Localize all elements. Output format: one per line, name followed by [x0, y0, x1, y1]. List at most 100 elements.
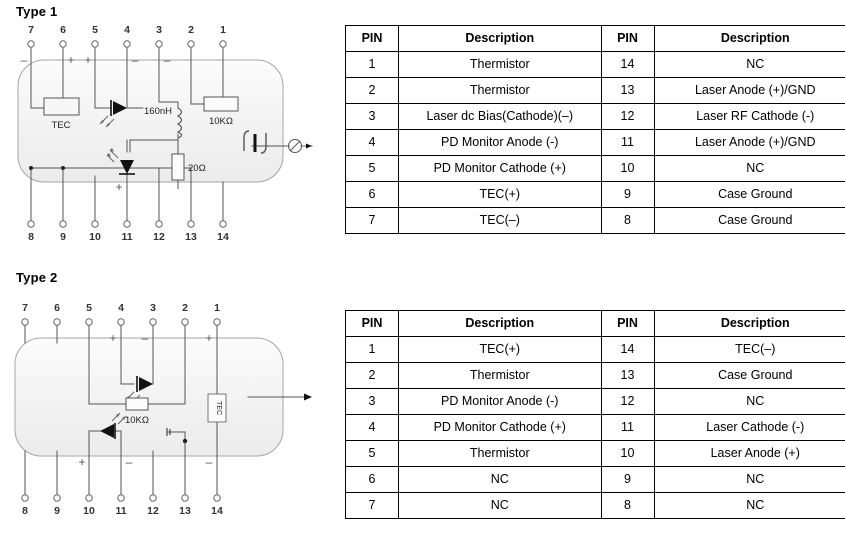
- pin-number-7: 7: [28, 24, 34, 36]
- header-desc-left: Description: [398, 310, 602, 337]
- thermistor-label: 10KΩ: [125, 415, 149, 426]
- pin-sign-1: +: [205, 331, 212, 345]
- table-header-row: PIN Description PIN Description: [345, 310, 845, 337]
- pin-number-13: 13: [185, 231, 197, 243]
- cell-desc-right: Laser Cathode (-): [653, 414, 845, 441]
- table-row: 4 PD Monitor Cathode (+) 11 Laser Cathod…: [345, 414, 845, 441]
- junction-dot: [61, 166, 65, 170]
- cell-pin-left: 3: [345, 388, 399, 415]
- cell-pin-left: 4: [345, 129, 399, 156]
- pin-number-4: 4: [124, 24, 130, 36]
- pin-number-7: 7: [22, 302, 28, 314]
- schematic-diagram-type-1: TEC 160nH: [17, 24, 313, 243]
- section-title-type-2: Type 2: [16, 270, 58, 285]
- pin-number-2: 2: [188, 24, 194, 36]
- table-header-row: PIN Description PIN Description: [345, 25, 845, 52]
- cell-pin-left: 6: [345, 181, 399, 208]
- cell-desc-left: Thermistor: [398, 51, 602, 78]
- pin-number-3: 3: [156, 24, 162, 36]
- schematic-diagram-type-2: 10KΩ TEC: [14, 302, 312, 517]
- pin-description-table-type-2: PIN Description PIN Description 1 TEC(+)…: [345, 310, 845, 519]
- pin-description-table-type-1: PIN Description PIN Description 1 Thermi…: [345, 25, 845, 234]
- pin-number-6: 6: [54, 302, 60, 314]
- inductor-label: 160nH: [144, 106, 172, 117]
- cell-desc-right: NC: [653, 466, 845, 493]
- table-row: 6 TEC(+) 9 Case Ground: [345, 181, 845, 208]
- pd-monitor-diode-symbol: [106, 148, 135, 175]
- cell-desc-right: Case Ground: [653, 362, 845, 389]
- pin-number-12: 12: [153, 231, 165, 243]
- table-row: 7 TEC(–) 8 Case Ground: [345, 207, 845, 234]
- top-pin-group-type1: 7 6 5 4 3 2 1 – + + – –: [21, 24, 227, 67]
- laser-diode-symbol: [100, 412, 127, 439]
- pin-sign-4: +: [109, 331, 116, 345]
- cell-pin-right: 13: [600, 77, 655, 104]
- header-desc-right: Description: [653, 25, 845, 52]
- pin-number-12: 12: [147, 505, 159, 517]
- tec-label: TEC: [52, 120, 71, 131]
- header-desc-right: Description: [653, 310, 845, 337]
- pin-sign-3: –: [164, 53, 171, 67]
- resistor-20ohm: 20Ω: [171, 153, 206, 181]
- pin-sign-7: –: [21, 53, 28, 67]
- pin-sign-11: –: [126, 455, 133, 469]
- table-row: 5 Thermistor 10 Laser Anode (+): [345, 440, 845, 467]
- table-row: 3 PD Monitor Anode (-) 12 NC: [345, 388, 845, 415]
- section-title-type-1: Type 1: [16, 4, 58, 19]
- cell-desc-left: PD Monitor Anode (-): [398, 388, 602, 415]
- pin-number-5: 5: [92, 24, 98, 36]
- cell-pin-left: 7: [345, 207, 399, 234]
- cell-pin-right: 11: [600, 129, 655, 156]
- cell-desc-right: NC: [653, 51, 845, 78]
- cell-desc-right: Laser RF Cathode (-): [653, 103, 845, 130]
- pin-number-14: 14: [217, 231, 229, 243]
- cell-pin-left: 2: [345, 362, 399, 389]
- cell-pin-left: 4: [345, 414, 399, 441]
- header-pin-right: PIN: [600, 310, 655, 337]
- inductor: 160nH: [144, 106, 183, 139]
- table-row: 1 TEC(+) 14 TEC(–): [345, 336, 845, 363]
- pin-number-11: 11: [121, 231, 132, 243]
- cell-desc-left: Thermistor: [398, 77, 602, 104]
- thermistor: 10KΩ: [125, 397, 149, 426]
- table-row: 5 PD Monitor Cathode (+) 10 NC: [345, 155, 845, 182]
- thermistor: 10KΩ: [203, 96, 239, 127]
- cell-pin-left: 6: [345, 466, 399, 493]
- pin-sign-5: +: [84, 53, 91, 67]
- table-row: 7 NC 8 NC: [345, 492, 845, 519]
- header-pin-right: PIN: [600, 25, 655, 52]
- table-row: 4 PD Monitor Anode (-) 11 Laser Anode (+…: [345, 129, 845, 156]
- output-arrow-icon: [304, 393, 312, 401]
- bottom-pin-group-type1: 8 9 10 11 12 13 14 +: [27, 180, 229, 243]
- cell-pin-right: 12: [600, 388, 655, 415]
- cell-pin-left: 3: [345, 103, 399, 130]
- laser-diode-symbol: [99, 100, 127, 128]
- top-pin-group-type2: 7 6 5 4 3 2 1 + – +: [21, 302, 221, 345]
- cell-desc-right: Case Ground: [653, 181, 845, 208]
- cell-pin-right: 10: [600, 155, 655, 182]
- package-body: [17, 59, 284, 183]
- cell-desc-left: TEC(+): [398, 336, 602, 363]
- case-ground-icon: [166, 428, 171, 436]
- cell-desc-right: Case Ground: [653, 207, 845, 234]
- cell-desc-right: NC: [653, 388, 845, 415]
- bottom-pin-group-type2: 8 9 10 11 12 13 14 + – –: [21, 455, 223, 517]
- pin-number-2: 2: [182, 302, 188, 314]
- cell-pin-right: 8: [600, 207, 655, 234]
- cell-desc-left: PD Monitor Cathode (+): [398, 414, 602, 441]
- cell-pin-left: 2: [345, 77, 399, 104]
- pin-number-6: 6: [60, 24, 66, 36]
- pin-sign-6: +: [67, 53, 74, 67]
- pin-number-8: 8: [22, 505, 28, 517]
- tec-label: TEC: [215, 401, 222, 415]
- pin-number-10: 10: [83, 505, 95, 517]
- cell-pin-right: 14: [600, 51, 655, 78]
- cell-desc-left: Thermistor: [398, 362, 602, 389]
- pin-number-5: 5: [86, 302, 92, 314]
- cell-pin-right: 9: [600, 181, 655, 208]
- cell-desc-left: Laser dc Bias(Cathode)(–): [398, 103, 602, 130]
- optical-fiber-icon: [243, 130, 267, 154]
- cell-pin-right: 10: [600, 440, 655, 467]
- pin-number-8: 8: [28, 231, 34, 243]
